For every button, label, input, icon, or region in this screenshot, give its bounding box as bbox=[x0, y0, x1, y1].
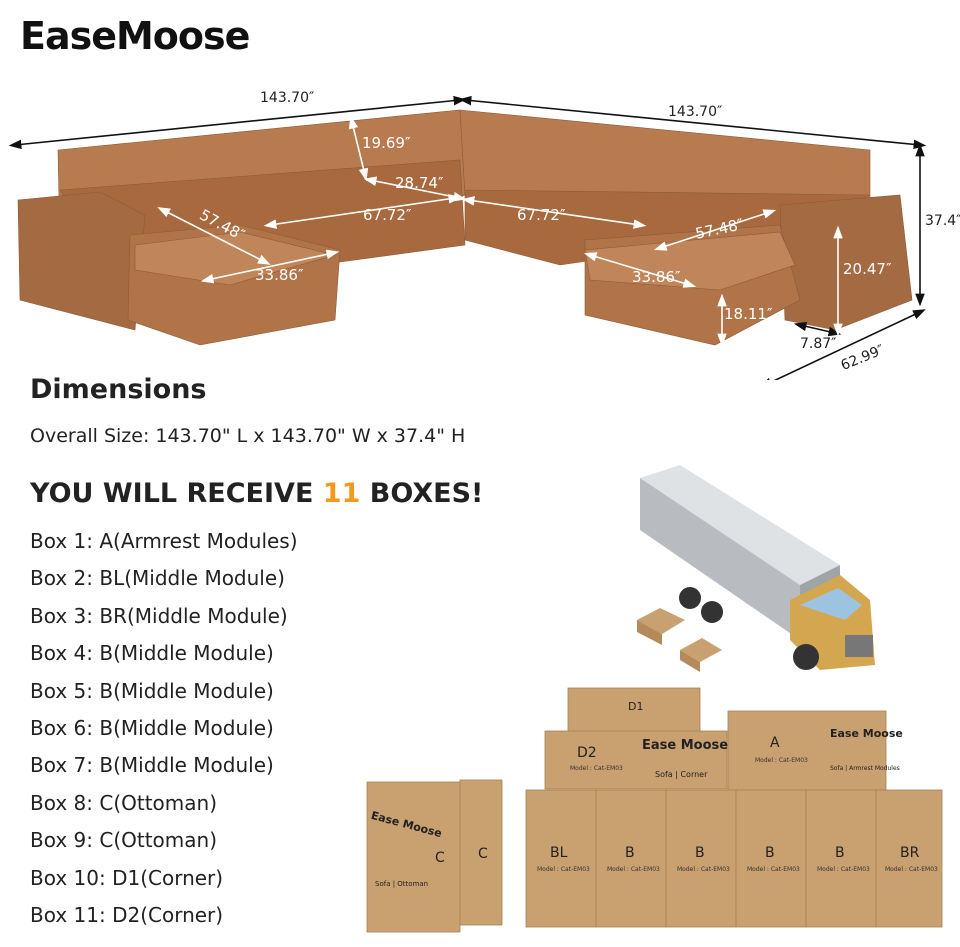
box-label-b2: B bbox=[695, 845, 705, 861]
dim-chaise-width-left: 33.86″ bbox=[255, 266, 304, 284]
list-item: Box 6: B(Middle Module) bbox=[30, 715, 274, 740]
box-label-c2: C bbox=[478, 846, 488, 862]
overall-size: Overall Size: 143.70" L x 143.70" W x 37… bbox=[30, 425, 466, 447]
dimension-arrows bbox=[8, 95, 927, 380]
dim-seat-width-left: 67.72″ bbox=[363, 206, 412, 224]
receive-suffix: BOXES! bbox=[360, 478, 484, 509]
list-item: Box 8: C(Ottoman) bbox=[30, 790, 218, 815]
dim-seat-depth: 28.74″ bbox=[395, 174, 444, 192]
receive-boxes-heading: YOU WILL RECEIVE 11 BOXES! bbox=[30, 478, 483, 509]
list-item: Box 4: B(Middle Module) bbox=[30, 641, 274, 666]
dim-arm-height: 20.47″ bbox=[843, 260, 892, 278]
box-count: 11 bbox=[322, 478, 361, 509]
list-item: Box 10: D1(Corner) bbox=[30, 865, 224, 890]
list-item: Box 2: BL(Middle Module) bbox=[30, 566, 285, 591]
box-model-a: Model : Cat-EM03 bbox=[755, 757, 808, 764]
list-item: Box 5: B(Middle Module) bbox=[30, 678, 274, 703]
box-model-bl: Model : Cat-EM03 bbox=[537, 866, 590, 873]
dim-seat-width-right: 67.72″ bbox=[517, 206, 566, 224]
box-c1 bbox=[366, 781, 461, 933]
box-type-c: Sofa | Ottoman bbox=[375, 880, 429, 888]
sofa-illustration bbox=[8, 95, 927, 380]
list-item: Box 7: B(Middle Module) bbox=[30, 753, 274, 778]
box-label-b4: B bbox=[835, 845, 845, 861]
box-label-b1: B bbox=[625, 845, 635, 861]
box-brand-d2: Ease Moose bbox=[642, 738, 729, 753]
list-item: Box 1: A(Armrest Modules) bbox=[30, 529, 298, 553]
brand-logo: EaseMoose bbox=[20, 14, 250, 58]
box-label-br: BR bbox=[900, 845, 920, 861]
box-label-c1: C bbox=[435, 850, 445, 866]
receive-prefix: YOU WILL RECEIVE bbox=[30, 478, 323, 509]
box-label-b3: B bbox=[765, 845, 775, 861]
dim-length-right: 143.70″ bbox=[668, 104, 723, 120]
dim-seat-height: 18.11″ bbox=[724, 305, 773, 323]
box-label-a: A bbox=[770, 735, 780, 751]
box-model-d2: Model : Cat-EM03 bbox=[570, 765, 623, 772]
list-item: Box 11: D2(Corner) bbox=[30, 902, 224, 927]
box-type-d2: Sofa | Corner bbox=[655, 770, 708, 779]
sofa-right-section bbox=[459, 109, 913, 346]
dimensions-heading: Dimensions bbox=[30, 374, 207, 405]
list-item: Box 3: BR(Middle Module) bbox=[30, 603, 288, 628]
dim-back-height: 19.69″ bbox=[362, 134, 411, 152]
box-label-bl: BL bbox=[550, 845, 568, 861]
dim-chaise-width-right: 33.86″ bbox=[632, 268, 681, 286]
box-brand-a: Ease Moose bbox=[830, 727, 903, 740]
box-label-d1: D1 bbox=[628, 700, 644, 713]
box-a bbox=[727, 710, 887, 791]
list-item: Box 9: C(Ottoman) bbox=[30, 828, 218, 853]
box-model-b3: Model : Cat-EM03 bbox=[747, 866, 800, 873]
box-model-b2: Model : Cat-EM03 bbox=[677, 866, 730, 873]
box-model-b4: Model : Cat-EM03 bbox=[817, 866, 870, 873]
dim-arm-width: 7.87″ bbox=[800, 336, 837, 352]
box-model-br: Model : Cat-EM03 bbox=[885, 866, 938, 873]
box-brand-c: Ease Moose bbox=[369, 808, 444, 841]
dim-length-left: 143.70″ bbox=[260, 90, 315, 106]
dim-overall-height: 37.4″ bbox=[925, 213, 960, 229]
box-model-b1: Model : Cat-EM03 bbox=[607, 866, 660, 873]
box-type-a: Sofa | Armrest Modules bbox=[830, 765, 900, 772]
box-label-d2: D2 bbox=[577, 745, 597, 761]
box-list: Box 1: A(Armrest Modules) Box 2: BL(Midd… bbox=[30, 528, 298, 939]
